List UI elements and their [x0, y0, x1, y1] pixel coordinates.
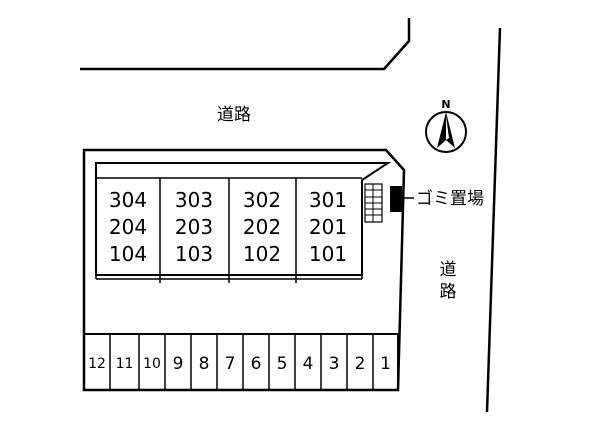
unit-label: 304	[109, 188, 147, 212]
unit-label: 103	[175, 242, 213, 266]
parking-space-label: 1	[380, 354, 391, 374]
parking-space-label: 11	[116, 356, 134, 372]
unit-column-3: 302 202 102	[243, 188, 281, 266]
unit-label: 302	[243, 188, 281, 212]
north-road-edge	[80, 18, 411, 71]
garbage-label: ゴミ置場	[416, 188, 484, 209]
parking-space-label: 6	[251, 354, 262, 374]
parking-space-label: 2	[355, 354, 366, 374]
unit-label: 104	[109, 242, 147, 266]
unit-column-4: 301 201 101	[309, 188, 347, 266]
north-road-label: 道路	[217, 105, 251, 125]
unit-label: 202	[243, 215, 281, 239]
compass-icon: N	[425, 98, 467, 153]
east-road-edge	[485, 27, 502, 413]
parking-space-label: 8	[199, 354, 210, 374]
parking-area: 12 11 10 9 8 7 6 5 4 3 2 1	[83, 333, 399, 391]
garbage-area: ゴミ置場	[390, 186, 484, 212]
parking-space-label: 9	[173, 354, 184, 374]
stairs-icon	[364, 183, 383, 223]
unit-label: 203	[175, 215, 213, 239]
east-road-label-top: 道	[440, 260, 457, 280]
unit-column-1: 304 204 104	[109, 188, 147, 266]
unit-label: 301	[309, 188, 347, 212]
unit-label: 204	[109, 215, 147, 239]
parking-space-label: 3	[329, 354, 340, 374]
apartment-building	[95, 162, 392, 283]
east-road-label-bottom: 路	[440, 282, 457, 302]
unit-label: 201	[309, 215, 347, 239]
parking-space-label: 12	[88, 356, 106, 372]
parking-space-label: 7	[225, 354, 236, 374]
unit-column-2: 303 203 103	[175, 188, 213, 266]
garbage-box	[390, 186, 402, 212]
compass-north-letter: N	[441, 98, 450, 111]
parking-space-label: 5	[277, 354, 288, 374]
parking-space-label: 10	[143, 356, 161, 372]
unit-label: 303	[175, 188, 213, 212]
unit-label: 102	[243, 242, 281, 266]
parking-space-label: 4	[303, 354, 314, 374]
unit-label: 101	[309, 242, 347, 266]
